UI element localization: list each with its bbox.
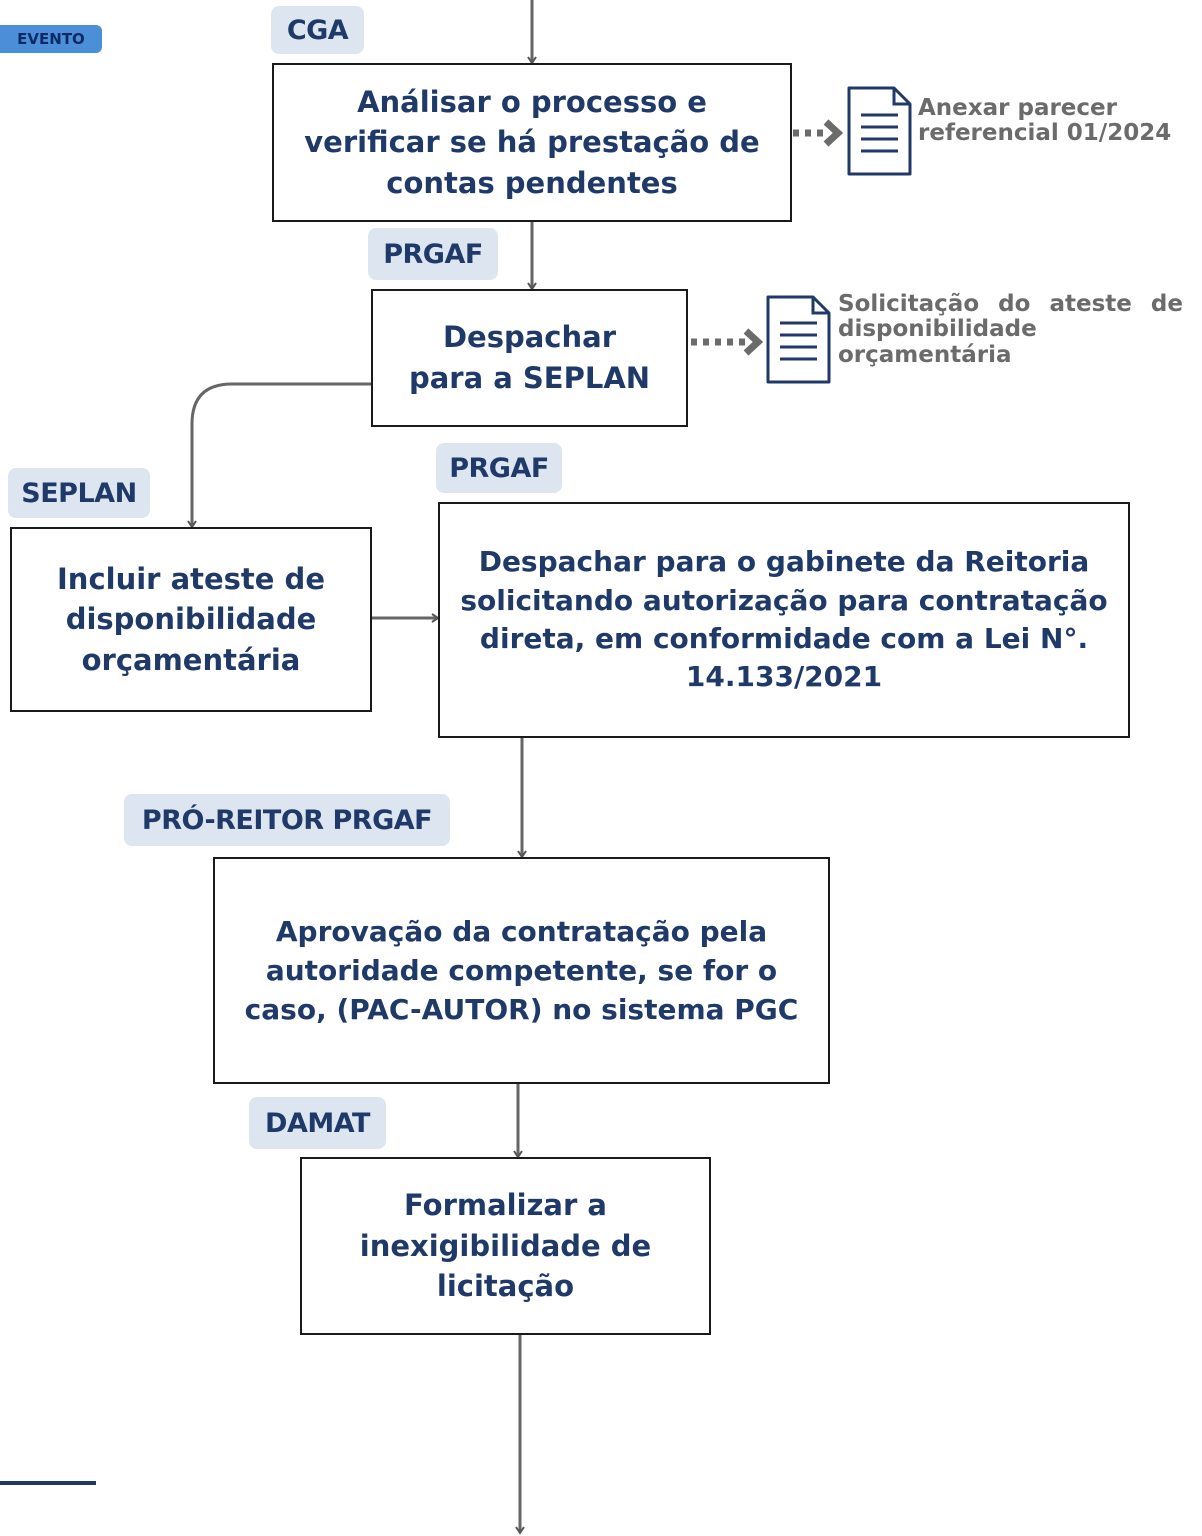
step-formalizar: Formalizar a inexigibilidade de licitaçã…: [300, 1157, 711, 1335]
evento-badge: EVENTO: [0, 25, 102, 53]
step-analisar-text: Análisar o processo e verificar se há pr…: [304, 84, 760, 200]
note-parecer: Anexar parecer referencial 01/2024: [918, 95, 1172, 147]
dotted-arrow-ateste: [691, 328, 764, 356]
step-analisar: Análisar o processo e verificar se há pr…: [272, 63, 792, 222]
step-aprovacao: Aprovação da contratação pela autoridade…: [213, 857, 830, 1084]
lane-seplan: SEPLAN: [8, 468, 150, 518]
lane-damat: DAMAT: [249, 1097, 386, 1149]
dotted-arrow-parecer: [793, 119, 844, 147]
lane-prgaf-2: PRGAF: [436, 443, 562, 493]
lane-cga: CGA: [271, 6, 364, 54]
note-ateste: Solicitação do ateste de disponibilidade…: [838, 291, 1183, 368]
connector-despachar-incluir: [187, 382, 372, 529]
step-aprovacao-text: Aprovação da contratação pela autoridade…: [244, 914, 799, 1027]
lane-pro-reitor: PRÓ-REITOR PRGAF: [124, 794, 450, 846]
step-formalizar-text: Formalizar a inexigibilidade de licitaçã…: [359, 1188, 652, 1304]
step-despachar-gabinete-text: Despachar para o gabinete da Reitoria so…: [460, 545, 1108, 694]
step-incluir-ateste: Incluir ateste de disponibilidade orçame…: [10, 527, 372, 712]
step-despachar-seplan-text: Despachar para a SEPLAN: [408, 320, 651, 395]
step-despachar-seplan: Despachar para a SEPLAN: [371, 289, 688, 427]
step-incluir-ateste-text: Incluir ateste de disponibilidade orçame…: [57, 561, 325, 677]
document-icon: [847, 86, 912, 176]
step-despachar-gabinete: Despachar para o gabinete da Reitoria so…: [438, 502, 1130, 738]
lane-prgaf-1: PRGAF: [368, 228, 498, 280]
document-icon: [766, 295, 831, 384]
